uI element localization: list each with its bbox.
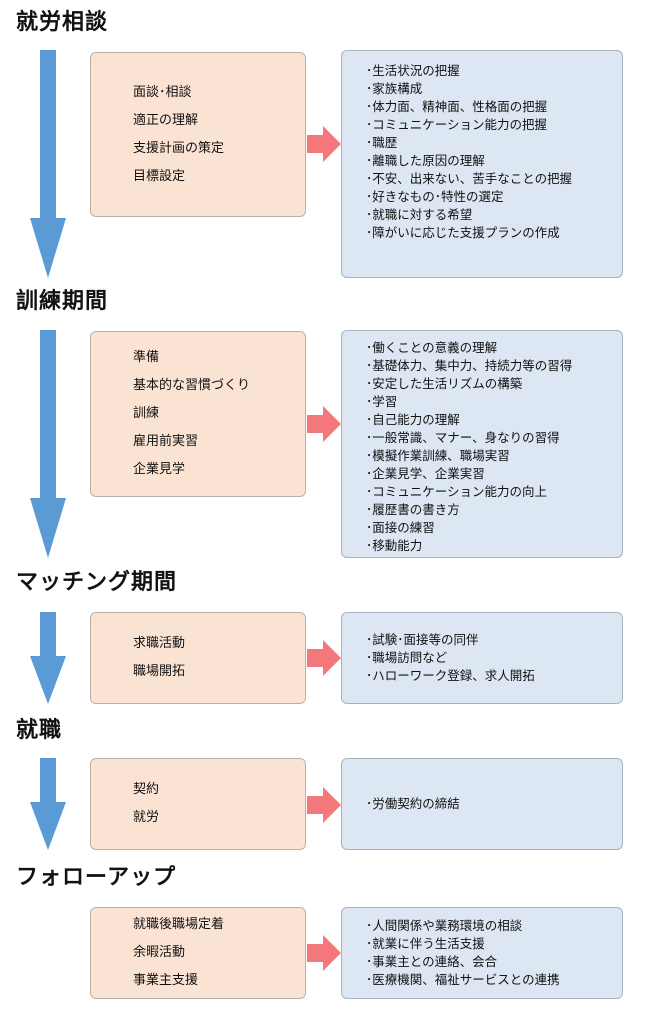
detail-item: ･安定した生活リズムの構築 bbox=[366, 376, 523, 391]
stage-activities-box: 準備 基本的な習慣づくり 訓練 雇用前実習 企業見学 bbox=[90, 331, 306, 497]
down-arrow bbox=[30, 758, 66, 850]
detail-item: ･体力面、精神面、性格面の把握 bbox=[366, 99, 548, 114]
detail-item: ･面接の練習 bbox=[366, 520, 435, 535]
stage-details-box: ･労働契約の締結 bbox=[341, 758, 623, 850]
detail-item: ･生活状況の把握 bbox=[366, 63, 460, 78]
right-arrow bbox=[307, 787, 341, 823]
detail-item: ･基礎体力、集中力、持続力等の習得 bbox=[366, 358, 573, 373]
detail-item: ･一般常識、マナー、身なりの習得 bbox=[366, 430, 560, 445]
detail-item: ･事業主との連絡、会合 bbox=[366, 954, 498, 969]
activity-item: 雇用前実習 bbox=[133, 434, 199, 449]
detail-item: ･コミュニケーション能力の向上 bbox=[366, 484, 548, 499]
stage-activities-box: 就職後職場定着 余暇活動 事業主支援 bbox=[90, 907, 306, 999]
down-arrow bbox=[30, 330, 66, 558]
activity-item: 就職後職場定着 bbox=[133, 917, 225, 932]
stage-title-follow-up: フォローアップ bbox=[16, 865, 177, 890]
detail-item: ･学習 bbox=[366, 394, 398, 409]
right-arrow bbox=[307, 126, 341, 162]
stage-details-box: ･試験･面接等の同伴 ･職場訪問など ･ハローワーク登録、求人開拓 bbox=[341, 612, 623, 704]
detail-item: ･家族構成 bbox=[366, 81, 423, 96]
down-arrow bbox=[30, 612, 66, 704]
activity-item: 事業主支援 bbox=[133, 973, 199, 988]
detail-item: ･障がいに応じた支援プランの作成 bbox=[366, 225, 560, 240]
stage-title-consultation: 就労相談 bbox=[16, 10, 109, 35]
right-arrow bbox=[307, 640, 341, 676]
activity-item: 就労 bbox=[133, 810, 160, 825]
stage-details-box: ･働くことの意義の理解 ･基礎体力、集中力、持続力等の習得 ･安定した生活リズム… bbox=[341, 330, 623, 558]
activity-item: 余暇活動 bbox=[133, 945, 186, 960]
detail-item: ･模擬作業訓練、職場実習 bbox=[366, 448, 510, 463]
right-arrow bbox=[307, 406, 341, 442]
activity-item: 職場開拓 bbox=[133, 664, 186, 679]
down-arrow bbox=[30, 50, 66, 278]
detail-item: ･働くことの意義の理解 bbox=[366, 340, 498, 355]
activity-item: 訓練 bbox=[133, 406, 160, 421]
stage-activities-box: 求職活動 職場開拓 bbox=[90, 612, 306, 704]
activity-item: 面談･相談 bbox=[133, 84, 192, 100]
stage-title-matching: マッチング期間 bbox=[16, 570, 178, 595]
detail-item: ･職歴 bbox=[366, 135, 398, 150]
detail-item: ･好きなもの･特性の選定 bbox=[366, 189, 504, 204]
activity-item: 支援計画の策定 bbox=[133, 140, 225, 156]
detail-item: ･医療機関、福祉サービスとの連携 bbox=[366, 972, 560, 987]
detail-item: ･職場訪問など bbox=[366, 650, 448, 665]
activity-item: 求職活動 bbox=[133, 636, 186, 651]
detail-item: ･就職に対する希望 bbox=[366, 207, 473, 222]
detail-item: ･就業に伴う生活支援 bbox=[366, 936, 485, 951]
detail-item: ･離職した原因の理解 bbox=[366, 153, 485, 168]
stage-activities-box: 契約 就労 bbox=[90, 758, 306, 850]
detail-item: ･企業見学、企業実習 bbox=[366, 466, 485, 481]
activity-item: 準備 bbox=[133, 350, 160, 365]
detail-item: ･移動能力 bbox=[366, 538, 423, 553]
activity-item: 企業見学 bbox=[133, 462, 186, 477]
detail-item: ･労働契約の締結 bbox=[366, 796, 460, 811]
stage-details-box: ･人間関係や業務環境の相談 ･就業に伴う生活支援 ･事業主との連絡、会合 ･医療… bbox=[341, 907, 623, 999]
stage-title-employment: 就職 bbox=[16, 718, 63, 743]
activity-item: 契約 bbox=[133, 782, 160, 797]
activity-item: 目標設定 bbox=[133, 168, 186, 184]
activity-item: 基本的な習慣づくり bbox=[133, 378, 251, 393]
detail-item: ･ハローワーク登録、求人開拓 bbox=[366, 668, 535, 683]
detail-item: ･不安、出来ない、苦手なことの把握 bbox=[366, 171, 573, 186]
detail-item: ･人間関係や業務環境の相談 bbox=[366, 918, 523, 933]
detail-item: ･履歴書の書き方 bbox=[366, 502, 460, 517]
stage-title-training: 訓練期間 bbox=[16, 289, 109, 314]
stage-details-box: ･生活状況の把握 ･家族構成 ･体力面、精神面、性格面の把握 ･コミュニケーショ… bbox=[341, 50, 623, 278]
right-arrow bbox=[307, 935, 341, 971]
detail-item: ･試験･面接等の同伴 bbox=[366, 632, 479, 647]
stage-activities-box: 面談･相談 適正の理解 支援計画の策定 目標設定 bbox=[90, 52, 306, 217]
detail-item: ･自己能力の理解 bbox=[366, 412, 460, 427]
activity-item: 適正の理解 bbox=[133, 112, 199, 128]
detail-item: ･コミュニケーション能力の把握 bbox=[366, 117, 548, 132]
